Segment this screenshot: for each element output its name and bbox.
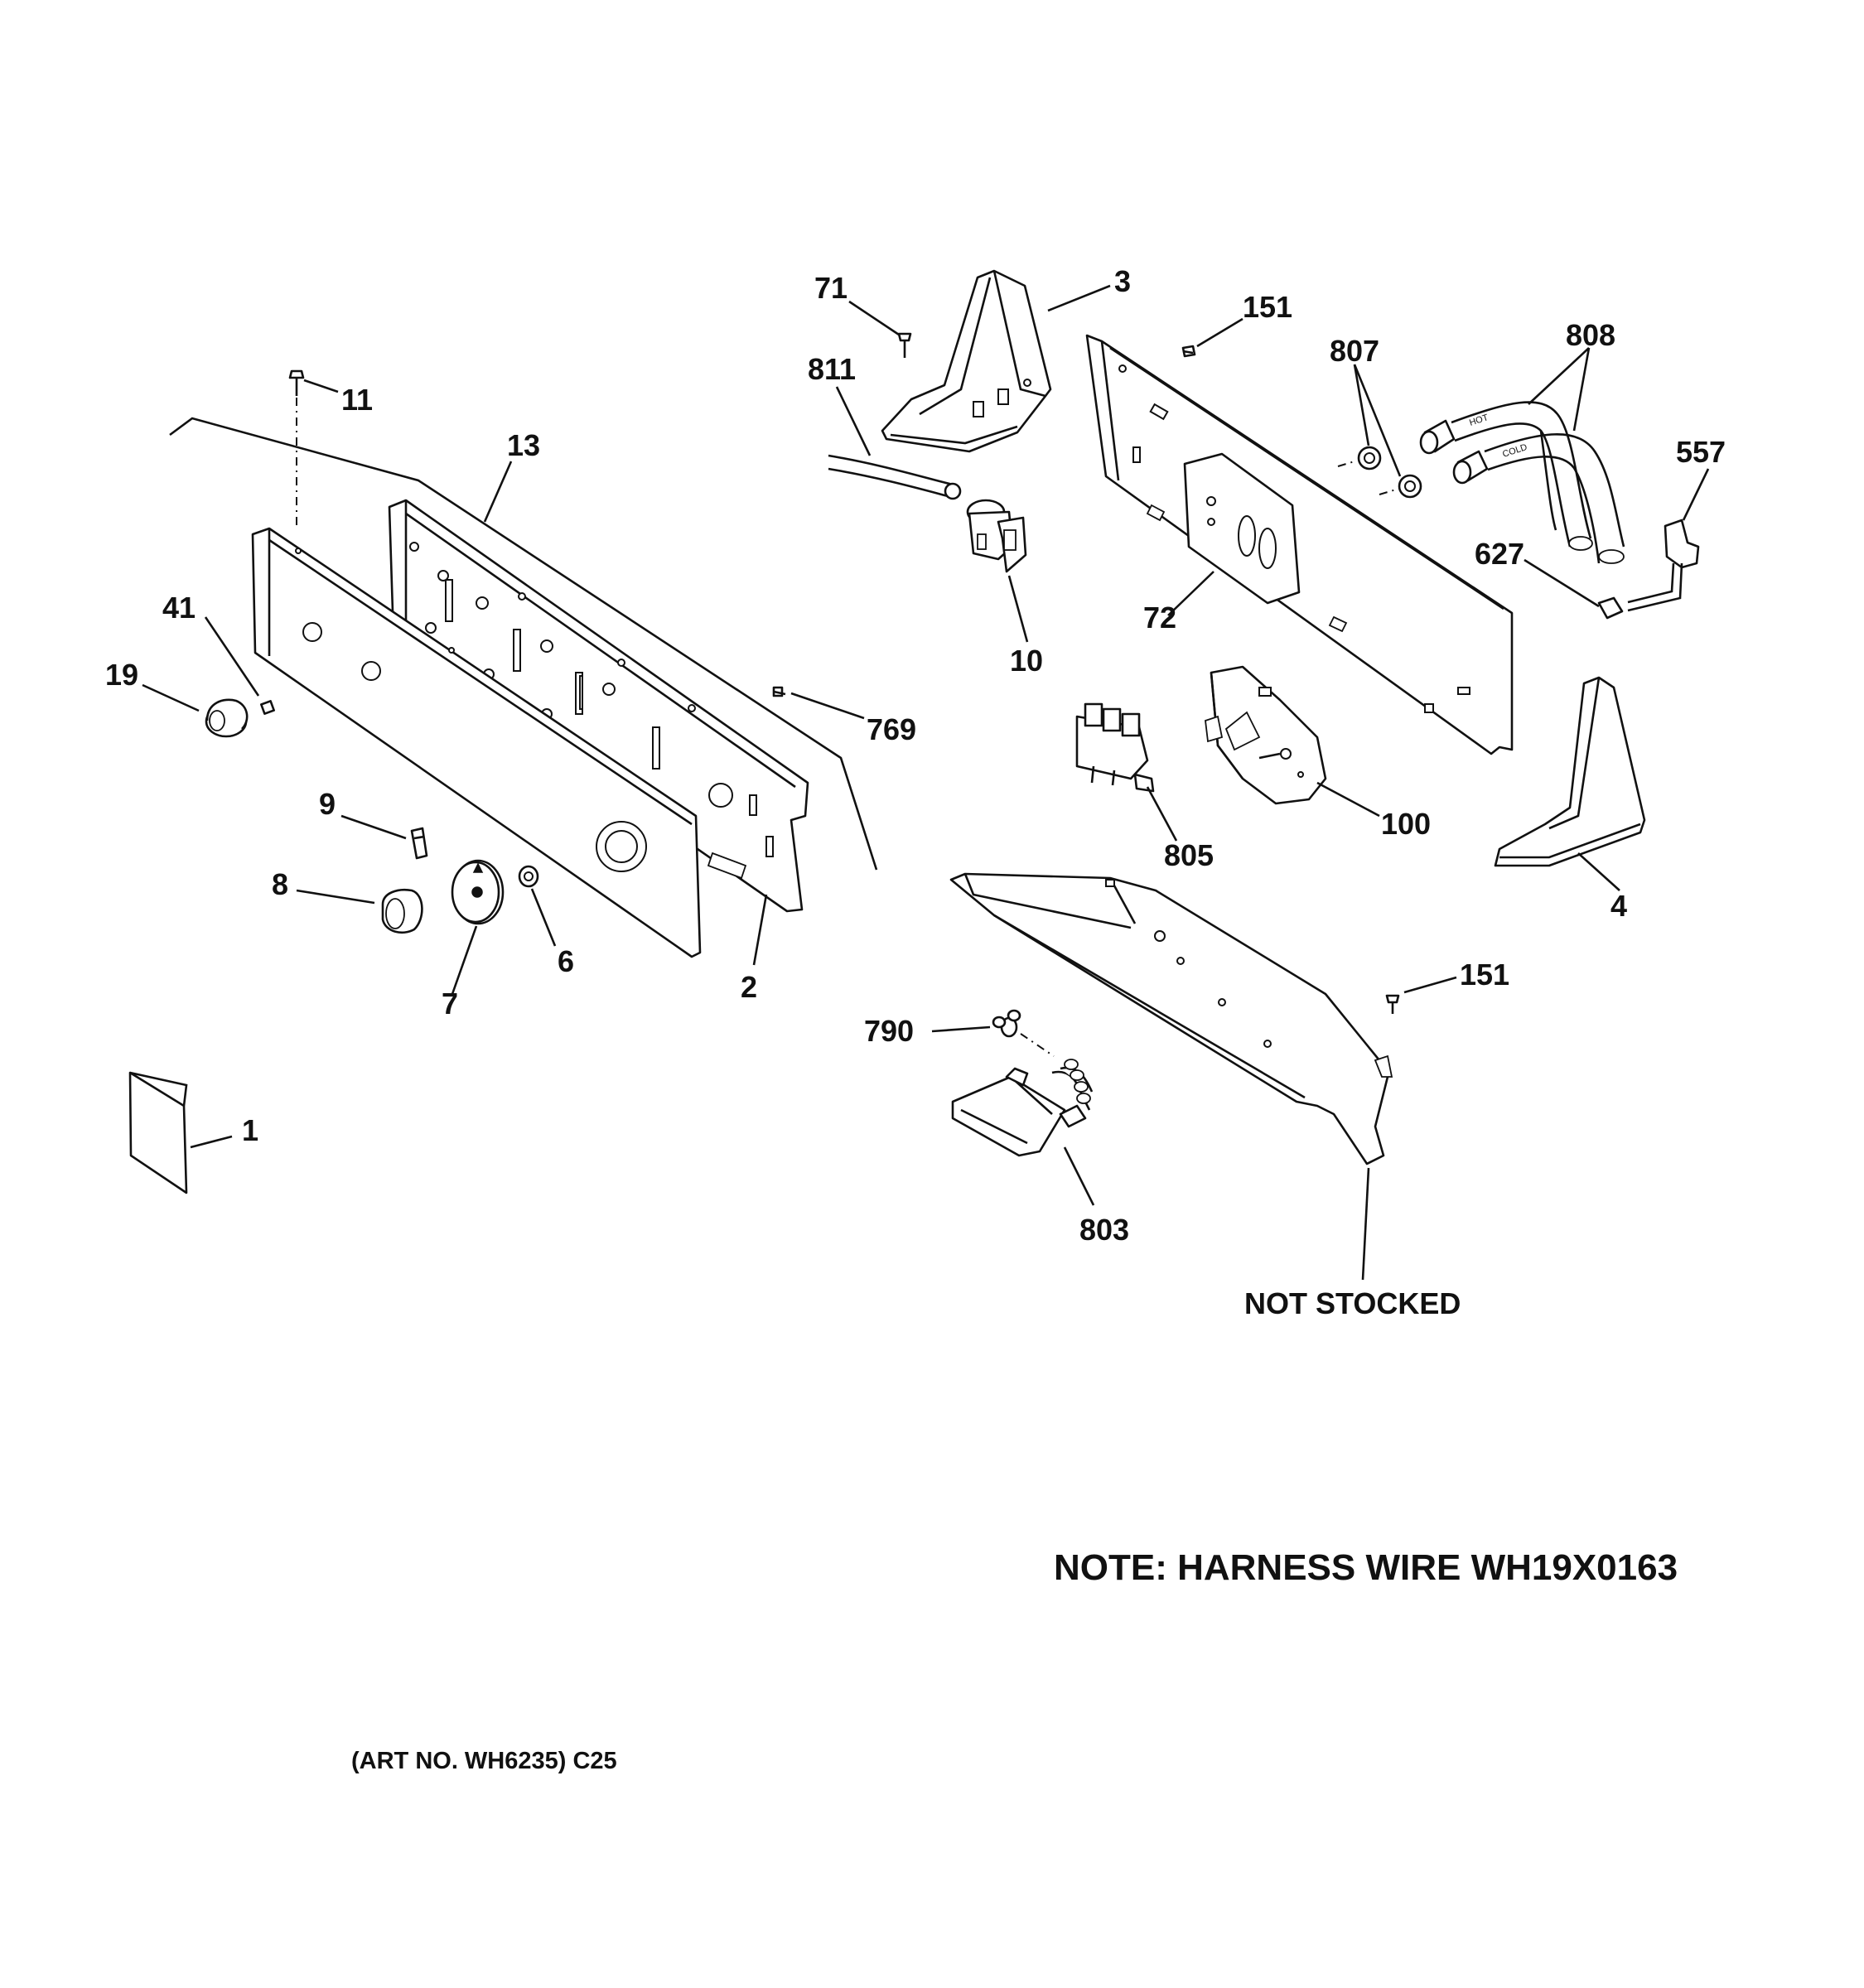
label-41: 41	[162, 591, 196, 625]
label-808: 808	[1566, 318, 1615, 352]
art-number: (ART NO. WH6235) C25	[351, 1748, 617, 1774]
label-2: 2	[741, 970, 757, 1004]
part-8-knob	[381, 888, 423, 934]
label-790: 790	[864, 1014, 914, 1048]
label-4: 4	[1610, 889, 1627, 923]
label-100: 100	[1381, 807, 1431, 841]
part-10-pressure-switch	[966, 499, 1027, 573]
part-7-dial	[451, 859, 505, 925]
label-1: 1	[242, 1113, 258, 1147]
label-13: 13	[507, 428, 540, 462]
part-805-water-valve	[1075, 702, 1155, 793]
part-41-insert	[260, 700, 275, 715]
part-4-end-bracket	[1494, 676, 1646, 867]
label-3: 3	[1114, 264, 1131, 298]
label-807: 807	[1330, 334, 1379, 368]
part-1-literature	[128, 1071, 188, 1194]
part-557-connector	[1627, 519, 1700, 612]
part-811-hose	[828, 454, 962, 500]
label-9: 9	[319, 787, 336, 821]
label-151-upper: 151	[1243, 290, 1292, 324]
label-803: 803	[1079, 1213, 1129, 1247]
label-7: 7	[442, 987, 458, 1021]
lower-front-bracket	[949, 872, 1393, 1165]
harness-wire-note: NOTE: HARNESS WIRE WH19X0163	[1054, 1547, 1678, 1588]
label-805: 805	[1164, 838, 1214, 872]
label-8: 8	[272, 867, 288, 901]
part-71-screw	[897, 332, 912, 358]
part-labels: 11 13 41 19 9 8 7 6 2 769 1 71 811 3 10 …	[105, 264, 1726, 1247]
label-151-lower: 151	[1460, 958, 1509, 992]
part-72-back-panel	[1085, 334, 1514, 755]
part-627-plug	[1597, 596, 1624, 620]
part-6-nut	[518, 865, 539, 888]
label-811: 811	[808, 352, 856, 386]
backsplash-outline	[169, 417, 878, 871]
part-19-knob	[205, 698, 249, 738]
part-807-washers	[1337, 446, 1422, 499]
part-9-clip	[410, 827, 428, 860]
part-3-end-bracket	[881, 269, 1052, 453]
part-13-control-bracket	[388, 499, 809, 913]
label-11: 11	[341, 383, 373, 417]
label-557: 557	[1676, 435, 1726, 469]
label-72: 72	[1143, 601, 1176, 635]
part-11-screw	[288, 369, 305, 530]
part-803-dispenser	[951, 1033, 1094, 1157]
not-stocked-label: NOT STOCKED	[1244, 1286, 1461, 1320]
label-6: 6	[558, 944, 574, 978]
part-808-inlet-hoses: HOT COLD	[1419, 401, 1625, 564]
part-790-clamp	[992, 1009, 1021, 1038]
part-151-screw-lower	[1385, 994, 1400, 1014]
leader-lines	[142, 284, 1710, 1281]
label-19: 19	[105, 658, 138, 692]
front-control-panel	[251, 527, 702, 958]
label-71: 71	[814, 271, 847, 305]
part-151-screw-upper	[1181, 345, 1196, 358]
label-10: 10	[1010, 644, 1043, 678]
part-100-timer	[1205, 665, 1327, 805]
part-769-screw	[772, 686, 786, 697]
label-769: 769	[867, 712, 916, 746]
label-627: 627	[1475, 537, 1524, 571]
